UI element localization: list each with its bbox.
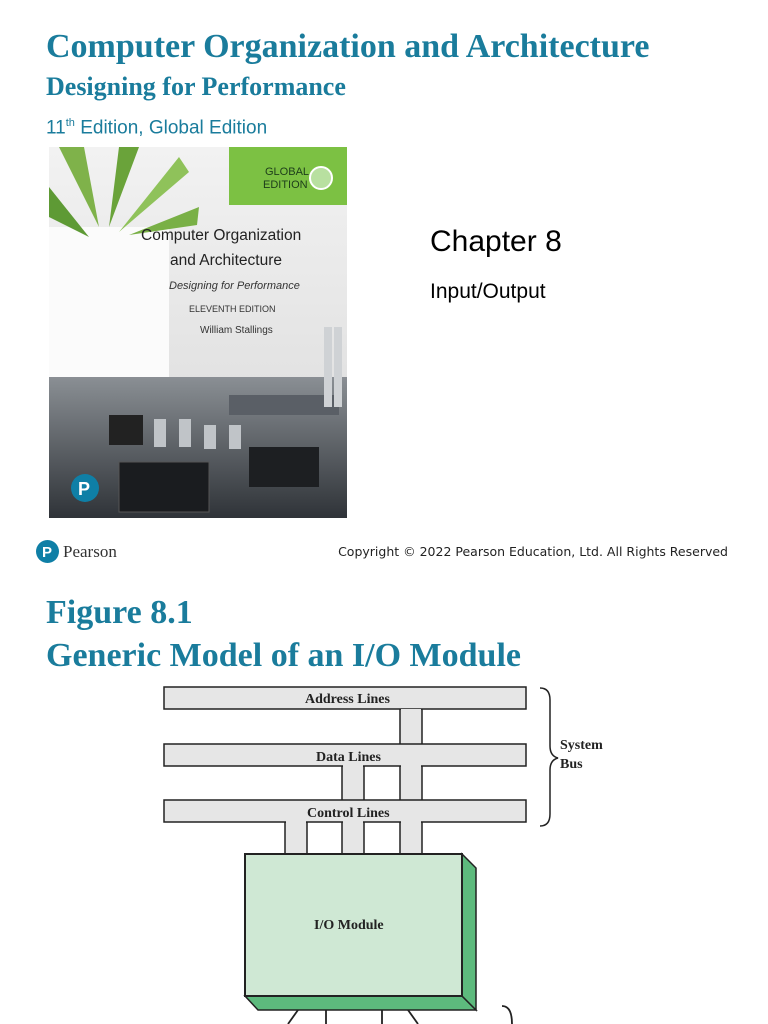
address-lines-label: Address Lines <box>305 692 390 707</box>
edition-label: 11th Edition, Global Edition <box>46 117 267 139</box>
figure-title: Generic Model of an I/O Module <box>46 637 522 674</box>
cover-title-line1: Computer Organization <box>141 227 301 244</box>
chapter-title: Input/Output <box>430 280 546 303</box>
book-title: Computer Organization and Architecture <box>46 28 650 65</box>
cover-publisher-letter: P <box>78 479 90 499</box>
edition-number: 11 <box>46 117 66 139</box>
figure-label: Figure 8.1 <box>46 594 193 631</box>
io-module-label: I/O Module <box>314 918 384 933</box>
system-bus-brace <box>539 687 559 827</box>
title-slide: Computer Organization and Architecture D… <box>36 28 728 563</box>
data-lines-label: Data Lines <box>316 750 382 765</box>
book-subtitle: Designing for Performance <box>46 72 346 101</box>
cover-badge-line1: GLOBAL <box>265 166 309 178</box>
figure-slide: Figure 8.1 Generic Model of an I/O Modul… <box>0 580 768 1024</box>
io-module-box <box>244 853 463 997</box>
pearson-logo: P Pearson <box>36 540 117 563</box>
io-module-diagram: Address Lines Data Lines Control Lines S… <box>163 686 603 1024</box>
pearson-logo-icon: P <box>36 540 59 563</box>
cover-edition: ELEVENTH EDITION <box>189 304 276 314</box>
copyright-notice: Copyright © 2022 Pearson Education, Ltd.… <box>338 544 728 559</box>
book-cover-image: GLOBAL EDITION Computer Organization and… <box>49 147 347 518</box>
pearson-logo-text: Pearson <box>63 541 117 561</box>
edition-text: Edition, Global Edition <box>74 117 268 139</box>
control-lines-label: Control Lines <box>307 806 390 821</box>
chapter-number: Chapter 8 <box>430 225 562 258</box>
cover-author: William Stallings <box>200 325 273 336</box>
cover-badge-line2: EDITION <box>263 179 308 191</box>
system-bus-label-line1: System <box>560 738 603 753</box>
address-lines-bar <box>163 686 527 710</box>
edition-suffix: th <box>65 117 75 129</box>
cover-subtitle: Designing for Performance <box>169 280 300 292</box>
pearson-logo-letter: P <box>42 544 52 561</box>
cover-title-line2: and Architecture <box>170 252 282 269</box>
system-bus-label-line2: Bus <box>560 757 583 772</box>
